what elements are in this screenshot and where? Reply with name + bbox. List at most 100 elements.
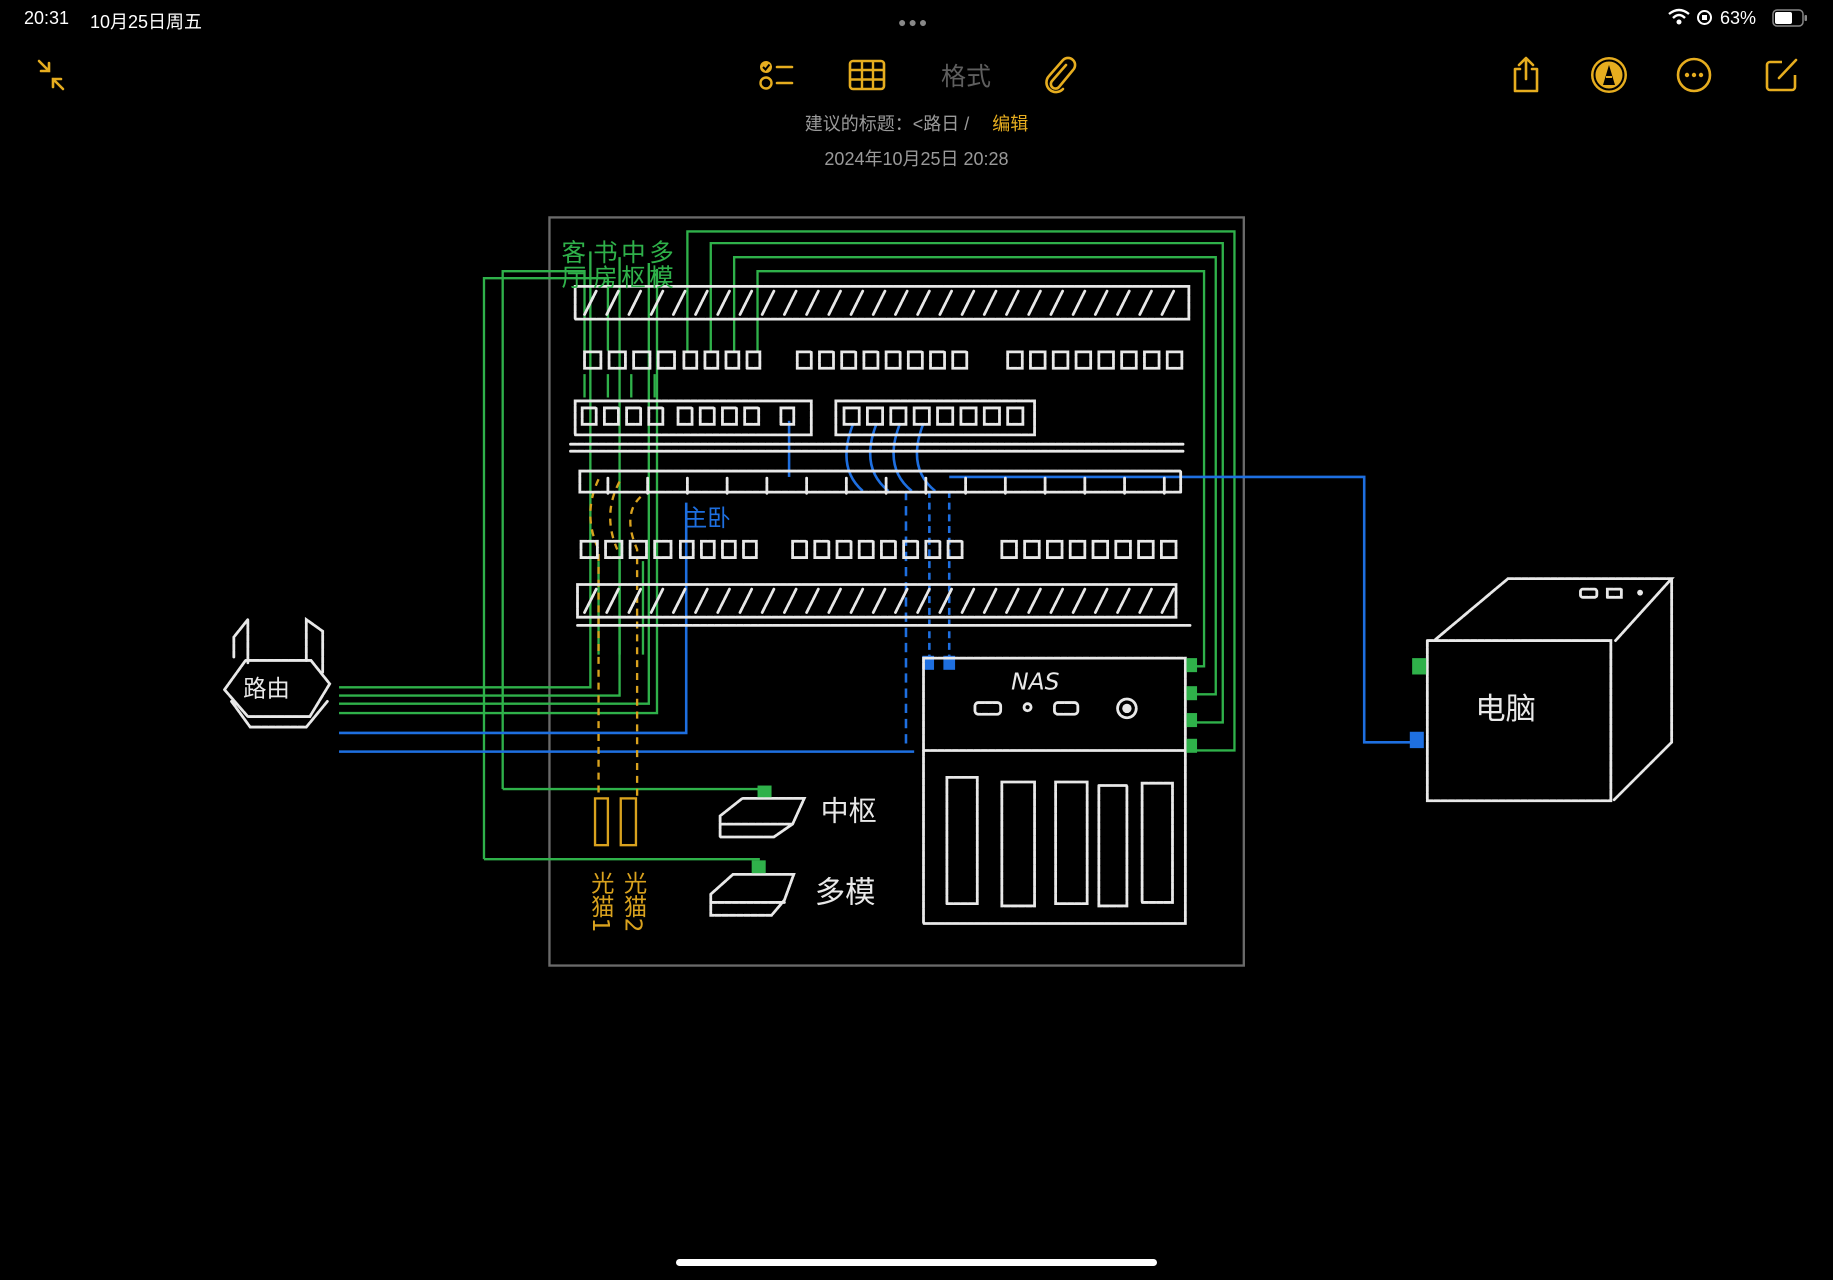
attach-button[interactable] <box>1037 52 1083 98</box>
format-button[interactable]: 格式 <box>940 63 991 91</box>
keystone-port <box>862 350 880 370</box>
keystone-port <box>676 406 694 426</box>
paperclip-icon <box>1045 56 1077 94</box>
home-indicator[interactable] <box>676 1259 1157 1266</box>
nas-label: NAS <box>1011 668 1059 696</box>
hatch-stroke <box>583 587 598 614</box>
keystone-port <box>880 539 897 559</box>
keystone-port <box>1006 350 1024 370</box>
hatch-stroke <box>605 587 620 614</box>
keystone-port <box>1006 406 1025 426</box>
keystone-port <box>653 539 673 559</box>
keystone-port <box>835 539 853 559</box>
keystone-port <box>912 406 931 426</box>
keystone-port <box>724 350 741 370</box>
more-button[interactable] <box>1671 52 1717 98</box>
keystone-port <box>703 350 720 370</box>
compose-icon <box>1765 58 1798 92</box>
keystone-port <box>1137 539 1155 559</box>
keystone-port <box>743 406 761 426</box>
keystone-port <box>902 539 920 559</box>
keystone-port <box>1159 539 1178 559</box>
hub-device <box>718 785 807 839</box>
hatch-stroke <box>671 587 687 614</box>
hatch-stroke <box>605 289 620 316</box>
collapse-button[interactable] <box>28 52 74 98</box>
keystone-port <box>604 539 624 559</box>
shelf-line <box>569 442 1185 453</box>
hatch-stroke <box>938 587 953 614</box>
nas-device <box>922 656 1198 925</box>
hatch-stroke <box>783 289 798 316</box>
modem-1-label: 光猫1 <box>587 870 615 932</box>
keystone-port <box>602 406 620 426</box>
keystone-port <box>1051 350 1070 370</box>
hatch-stroke <box>960 587 976 614</box>
keystone-port <box>625 406 643 426</box>
hatch-stroke <box>1138 587 1153 614</box>
keystone-row-bottom <box>579 539 1178 559</box>
keystone-port <box>795 350 813 370</box>
hatch-stroke <box>827 289 842 316</box>
keystone-port <box>924 539 942 559</box>
keystone-port <box>929 350 946 370</box>
hatch-stroke <box>627 587 643 614</box>
orientation-lock-icon <box>1696 9 1713 31</box>
hatch-stroke <box>1160 587 1176 614</box>
hatch-stroke <box>871 587 887 614</box>
keystone-port <box>742 539 758 559</box>
modem-2-box <box>619 797 638 847</box>
router-device <box>222 615 332 729</box>
keystone-port <box>791 539 809 559</box>
computer-label: 电脑 <box>1475 692 1536 727</box>
hatch-stroke <box>1071 289 1087 316</box>
keystone-port <box>1143 350 1161 370</box>
note-timestamp: 2024年10月25日 20:28 <box>824 149 1009 169</box>
table-button[interactable] <box>844 52 890 98</box>
hatch-stroke <box>1049 587 1065 614</box>
master-bedroom-label: 主卧 <box>684 504 731 532</box>
markup-button[interactable] <box>1586 52 1632 98</box>
keystone-port <box>1068 539 1087 559</box>
keystone-port <box>951 350 969 370</box>
keystone-port <box>1000 539 1018 559</box>
hatch-stroke <box>1027 289 1042 316</box>
hatch-stroke <box>938 289 953 316</box>
hatch-stroke <box>760 587 776 614</box>
keystone-port <box>982 406 1001 426</box>
multitask-dots[interactable]: ●●● <box>898 14 930 30</box>
hatch-stroke <box>694 587 709 614</box>
collapse-icon <box>37 59 65 91</box>
edit-title-link[interactable]: 编辑 <box>992 114 1029 134</box>
hatch-stroke <box>982 587 998 614</box>
power-strip <box>578 469 1183 495</box>
hatch-stroke <box>805 587 820 614</box>
modem-2-label: 光猫2 <box>620 870 648 932</box>
keystone-port <box>1029 350 1047 370</box>
hatch-stroke <box>849 587 865 614</box>
compose-button[interactable] <box>1759 52 1805 98</box>
markup-icon <box>1591 57 1627 93</box>
keystone-port <box>1114 539 1132 559</box>
keystone-port <box>579 539 599 559</box>
share-button[interactable] <box>1503 52 1549 98</box>
keystone-port <box>1120 350 1138 370</box>
keystone-port <box>632 350 652 370</box>
hatch-stroke <box>716 289 731 316</box>
hatch-stroke <box>916 289 931 316</box>
hatch-stroke <box>1116 587 1131 614</box>
hatch-stroke <box>1049 289 1065 316</box>
checklist-button[interactable] <box>753 52 799 98</box>
green-cables <box>339 230 1236 861</box>
wifi-icon <box>1668 8 1690 31</box>
hatch-stroke <box>1093 587 1109 614</box>
hatch-stroke <box>1160 289 1176 316</box>
keystone-port <box>682 350 699 370</box>
blue-cables <box>339 420 1424 753</box>
hatch-stroke <box>1093 289 1109 316</box>
keystone-port <box>946 539 964 559</box>
status-time: 20:31 <box>24 8 70 28</box>
hatch-stroke <box>649 587 665 614</box>
keystone-port <box>818 350 835 370</box>
